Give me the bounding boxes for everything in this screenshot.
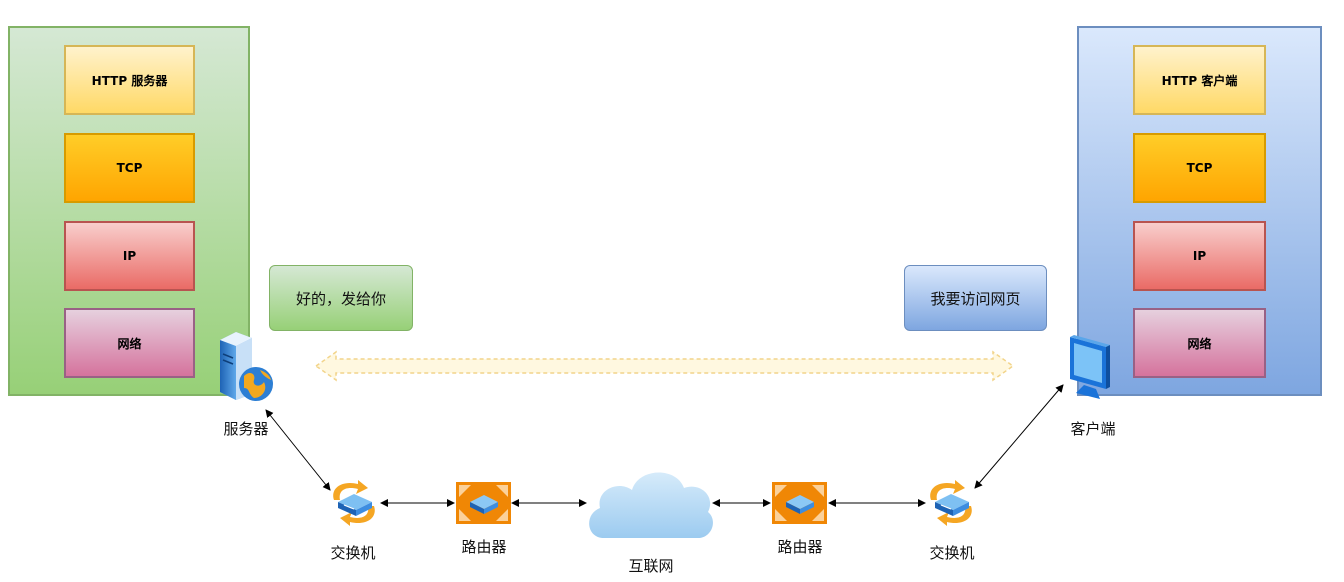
server-label: 服务器 bbox=[223, 420, 269, 438]
client-label: 客户端 bbox=[1070, 420, 1116, 438]
monitor-icon bbox=[1070, 335, 1110, 399]
client-request-message: 我要访问网页 bbox=[904, 265, 1047, 331]
internet-label: 互联网 bbox=[628, 557, 674, 575]
link-server-switch bbox=[265, 409, 331, 491]
router-icon bbox=[772, 482, 827, 524]
switch-icon bbox=[930, 480, 972, 526]
server-icon bbox=[220, 332, 273, 401]
router-right-label: 路由器 bbox=[777, 538, 823, 556]
link-switch-client bbox=[974, 384, 1064, 489]
server-http-layer: HTTP 服务器 bbox=[64, 45, 195, 115]
server-network-layer: 网络 bbox=[64, 308, 195, 378]
server-ip-layer: IP bbox=[64, 221, 195, 291]
dashed-communication-arrow bbox=[314, 350, 1015, 382]
switch-left-label: 交换机 bbox=[330, 544, 376, 562]
server-reply-message: 好的，发给你 bbox=[269, 265, 413, 331]
client-protocol-stack: HTTP 客户端 TCP IP 网络 bbox=[1077, 26, 1322, 396]
client-tcp-layer: TCP bbox=[1133, 133, 1266, 203]
router-icon bbox=[456, 482, 511, 524]
server-protocol-stack: HTTP 服务器 TCP IP 网络 bbox=[8, 26, 250, 396]
switch-icon bbox=[333, 480, 375, 526]
server-tcp-layer: TCP bbox=[64, 133, 195, 203]
cloud-icon bbox=[589, 472, 713, 538]
client-network-layer: 网络 bbox=[1133, 308, 1266, 378]
switch-right-label: 交换机 bbox=[929, 544, 975, 562]
client-http-layer: HTTP 客户端 bbox=[1133, 45, 1266, 115]
router-left-label: 路由器 bbox=[461, 538, 507, 556]
client-ip-layer: IP bbox=[1133, 221, 1266, 291]
